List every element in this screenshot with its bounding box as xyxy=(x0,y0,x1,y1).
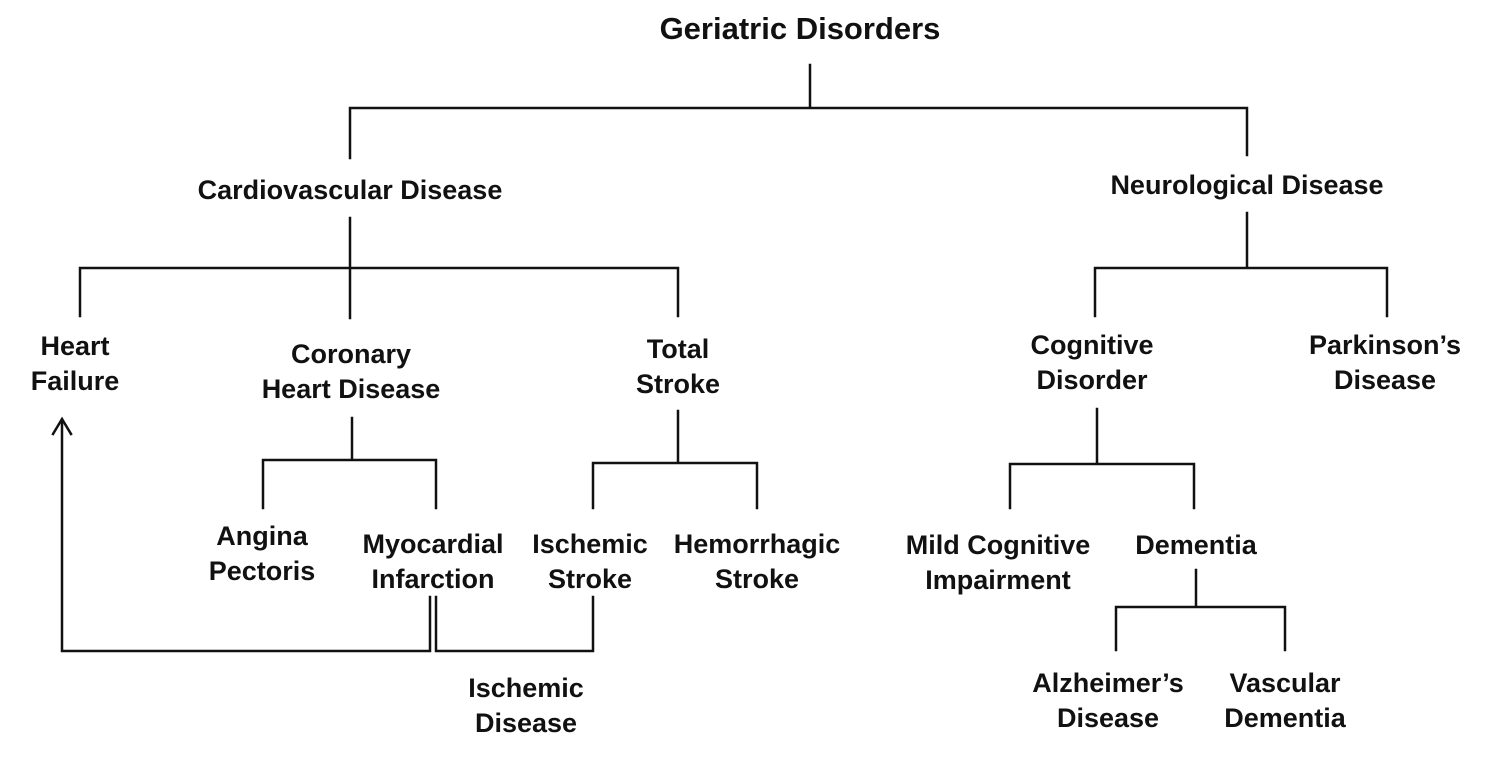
connector-heart-failure xyxy=(60,418,432,653)
node-label-line: Disorder xyxy=(1036,365,1148,395)
node-vascular-dementia: Vascular Dementia xyxy=(1224,666,1346,736)
node-label-line: Infarction xyxy=(371,564,495,594)
node-myocardial-infarction: Myocardial Infarction xyxy=(362,527,503,597)
connector-root xyxy=(348,63,1249,160)
node-label-line: Dementia xyxy=(1135,530,1257,560)
node-parkinsons-disease: Parkinson’s Disease xyxy=(1309,328,1461,398)
node-label-line: Dementia xyxy=(1224,703,1346,733)
node-angina-pectoris: Angina Pectoris xyxy=(209,519,316,589)
node-label-line: Mild Cognitive xyxy=(905,530,1091,560)
node-label-line: Failure xyxy=(30,366,120,396)
node-label-line: Pectoris xyxy=(208,556,316,586)
node-label-line: Disease xyxy=(1333,365,1437,395)
node-label-line: Hemorrhagic xyxy=(673,529,841,559)
node-label-line: Heart xyxy=(40,331,110,361)
connector-neurological xyxy=(1093,211,1389,318)
node-geriatric-disorders: Geriatric Disorders xyxy=(660,10,941,48)
node-ischemic-disease: Ischemic Disease xyxy=(468,671,584,741)
node-cardiovascular-disease: Cardiovascular Disease xyxy=(198,173,503,208)
node-label-line: Parkinson’s xyxy=(1308,330,1462,360)
node-label-line: Cardiovascular Disease xyxy=(197,175,503,205)
node-label-line: Cognitive xyxy=(1030,330,1154,360)
node-ischemic-stroke: Ischemic Stroke xyxy=(532,527,648,597)
connector-dementia xyxy=(1114,568,1287,652)
node-coronary-heart-disease: Coronary Heart Disease xyxy=(262,337,441,407)
node-label-line: Ischemic xyxy=(532,529,648,559)
arrowhead-icon xyxy=(51,416,73,436)
node-label-line: Impairment xyxy=(925,565,1071,595)
node-alzheimers-disease: Alzheimer’s Disease xyxy=(1032,666,1184,736)
connector-coronary xyxy=(261,416,438,510)
node-label-line: Alzheimer’s xyxy=(1032,668,1184,698)
node-label-line: Vascular xyxy=(1229,668,1341,698)
node-label-line: Neurological Disease xyxy=(1110,170,1384,200)
node-label-line: Stroke xyxy=(635,369,721,399)
connector-cardiovascular xyxy=(78,216,680,320)
node-cognitive-disorder: Cognitive Disorder xyxy=(1030,328,1153,398)
node-label-line: Angina xyxy=(216,521,308,551)
node-neurological-disease: Neurological Disease xyxy=(1110,168,1383,203)
node-total-stroke: Total Stroke xyxy=(636,332,720,402)
node-dementia: Dementia xyxy=(1135,528,1257,563)
node-label-line: Total xyxy=(646,334,710,364)
node-label-line: Geriatric Disorders xyxy=(659,11,941,46)
node-label-line: Disease xyxy=(1056,703,1160,733)
node-label-line: Ischemic xyxy=(468,673,584,703)
node-label-line: Disease xyxy=(474,708,578,738)
node-heart-failure: Heart Failure xyxy=(31,329,120,399)
node-label-line: Coronary xyxy=(290,339,412,369)
node-label-line: Heart Disease xyxy=(261,374,441,404)
node-hemorrhagic-stroke: Hemorrhagic Stroke xyxy=(674,527,841,597)
connector-cognitive xyxy=(1008,407,1196,510)
node-label-line: Stroke xyxy=(547,564,633,594)
node-label-line: Stroke xyxy=(714,564,800,594)
node-mild-cognitive-impairment: Mild Cognitive Impairment xyxy=(906,528,1091,598)
connector-total-stroke xyxy=(591,409,759,510)
connector-ischemic-disease xyxy=(434,595,595,653)
node-label-line: Myocardial xyxy=(362,529,504,559)
